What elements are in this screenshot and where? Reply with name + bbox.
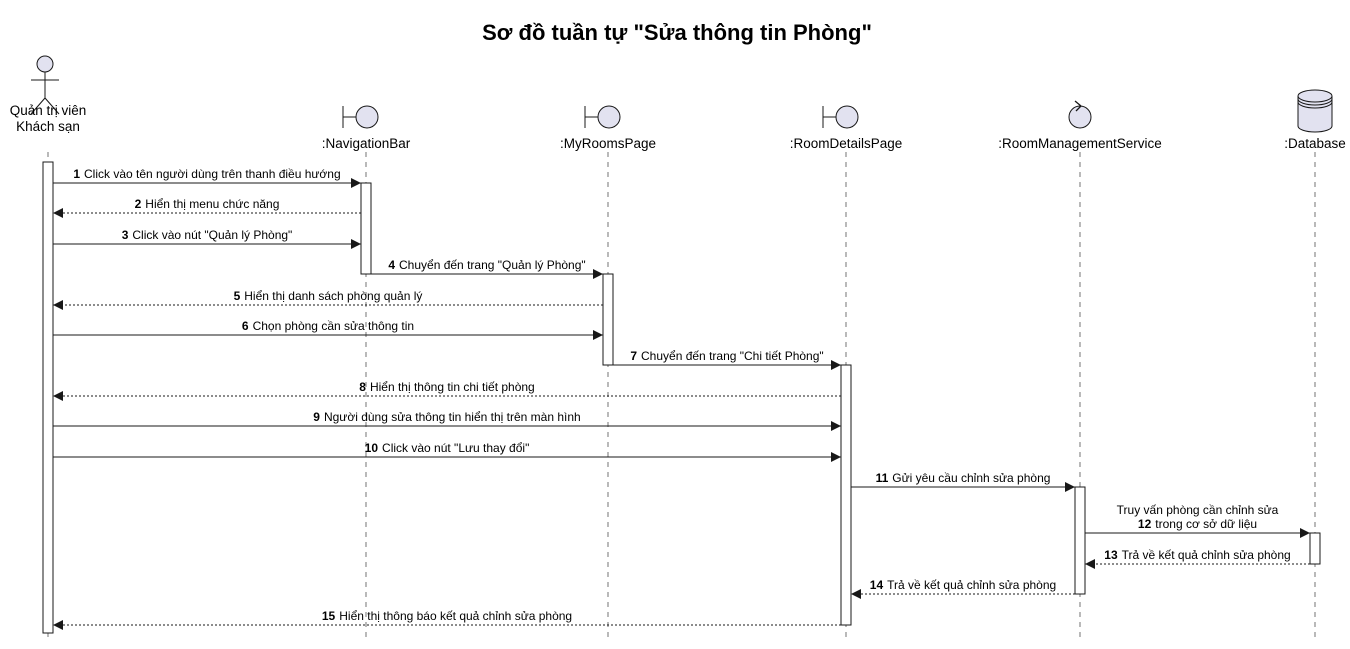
message-6: 6 Chọn phòng cần sửa thông tin — [53, 319, 603, 340]
message-text: Click vào nút "Quản lý Phòng" — [132, 228, 292, 242]
message-number: 10 — [365, 441, 379, 455]
control-icon — [1068, 100, 1092, 129]
message-number: 5 — [234, 289, 241, 303]
message-number: 15 — [322, 609, 336, 623]
participant-label: :MyRoomsPage — [560, 136, 656, 151]
message-number: 1 — [73, 167, 80, 181]
activation-details — [840, 364, 852, 626]
participant-service: :RoomManagementService — [998, 100, 1162, 151]
message-text: trong cơ sở dữ liệu — [1155, 517, 1257, 531]
message-text: Click vào tên người dùng trên thanh điều… — [84, 167, 341, 181]
message-label: 6 Chọn phòng cần sửa thông tin — [242, 319, 414, 333]
message-label: 9 Người dùng sửa thông tin hiển thị trên … — [313, 410, 580, 424]
message-label: Truy vấn phòng cần chỉnh sửa — [1117, 503, 1279, 517]
message-number: 4 — [388, 258, 395, 272]
message-9: 9 Người dùng sửa thông tin hiển thị trên … — [53, 410, 841, 431]
boundary-icon — [822, 105, 859, 129]
participant-label: :RoomManagementService — [998, 136, 1162, 151]
message-text: Người dùng sửa thông tin hiển thị trên m… — [324, 410, 581, 424]
message-label: 4 Chuyển đến trang "Quản lý Phòng" — [388, 258, 585, 272]
message-label: 13 Trả về kết quả chỉnh sửa phòng — [1104, 548, 1290, 562]
participant-details: :RoomDetailsPage — [790, 105, 903, 151]
participant-label: :RoomDetailsPage — [790, 136, 903, 151]
message-text: Hiển thị thông báo kết quả chỉnh sửa phò… — [339, 609, 572, 623]
message-number: 2 — [135, 197, 142, 211]
message-1: 1 Click vào tên người dùng trên thanh điề… — [53, 167, 361, 188]
message-number: 11 — [876, 471, 889, 485]
messages: 1 Click vào tên người dùng trên thanh điề… — [53, 167, 1310, 630]
message-text: Trả về kết quả chỉnh sửa phòng — [1122, 548, 1291, 562]
message-number: 9 — [313, 410, 320, 424]
database-icon — [1297, 89, 1333, 133]
message-number: 12 — [1138, 517, 1152, 531]
message-7: 7 Chuyển đến trang "Chi tiết Phòng" — [613, 349, 841, 370]
message-text: Hiển thị danh sách phòng quản lý — [244, 289, 422, 303]
message-label: 1 Click vào tên người dùng trên thanh điề… — [73, 167, 340, 181]
activation-actor — [42, 161, 54, 634]
activation-myrooms — [602, 273, 614, 366]
message-text: Hiển thị thông tin chi tiết phòng — [370, 380, 535, 394]
diagram-title: Sơ đồ tuần tự "Sửa thông tin Phòng" — [482, 20, 872, 45]
activation-navbar — [360, 182, 372, 275]
participant-label: :Database — [1284, 136, 1346, 151]
participant-navbar: :NavigationBar — [322, 105, 411, 151]
message-text: Hiển thị menu chức năng — [145, 197, 279, 211]
activation-bars — [42, 161, 1321, 634]
message-text: Chuyển đến trang "Quản lý Phòng" — [399, 258, 586, 272]
message-text: Trả về kết quả chỉnh sửa phòng — [887, 578, 1056, 592]
boundary-icon — [584, 105, 621, 129]
message-number: 3 — [122, 228, 129, 242]
activation-service — [1074, 486, 1086, 595]
message-number: 13 — [1104, 548, 1118, 562]
boundary-icon — [342, 105, 379, 129]
message-text: Gửi yêu cầu chỉnh sửa phòng — [892, 471, 1050, 485]
activation-db — [1309, 532, 1321, 565]
participant-label: :NavigationBar — [322, 136, 411, 151]
lifelines — [47, 152, 1316, 640]
message-text: Chọn phòng cần sửa thông tin — [253, 319, 414, 333]
message-8: 8 Hiển thị thông tin chi tiết phòng — [53, 380, 841, 401]
message-label: 8 Hiển thị thông tin chi tiết phòng — [359, 380, 534, 394]
participant-label: Khách sạn — [16, 119, 80, 134]
message-text: Chuyển đến trang "Chi tiết Phòng" — [641, 349, 824, 363]
message-number: 7 — [630, 349, 637, 363]
message-number: 6 — [242, 319, 249, 333]
message-text: Click vào nút "Lưu thay đổi" — [382, 441, 529, 455]
message-number: 14 — [870, 578, 884, 592]
message-text: Truy vấn phòng cần chỉnh sửa — [1117, 503, 1279, 517]
participant-myrooms: :MyRoomsPage — [560, 105, 656, 151]
message-4: 4 Chuyển đến trang "Quản lý Phòng" — [371, 258, 603, 279]
message-number: 8 — [359, 380, 366, 394]
message-label: 7 Chuyển đến trang "Chi tiết Phòng" — [630, 349, 823, 363]
message-13: 13 Trả về kết quả chỉnh sửa phòng — [1085, 548, 1310, 569]
participant-label: Quản trị viên — [10, 103, 87, 118]
actor-icon — [30, 55, 60, 115]
participant-db: :Database — [1284, 89, 1346, 151]
